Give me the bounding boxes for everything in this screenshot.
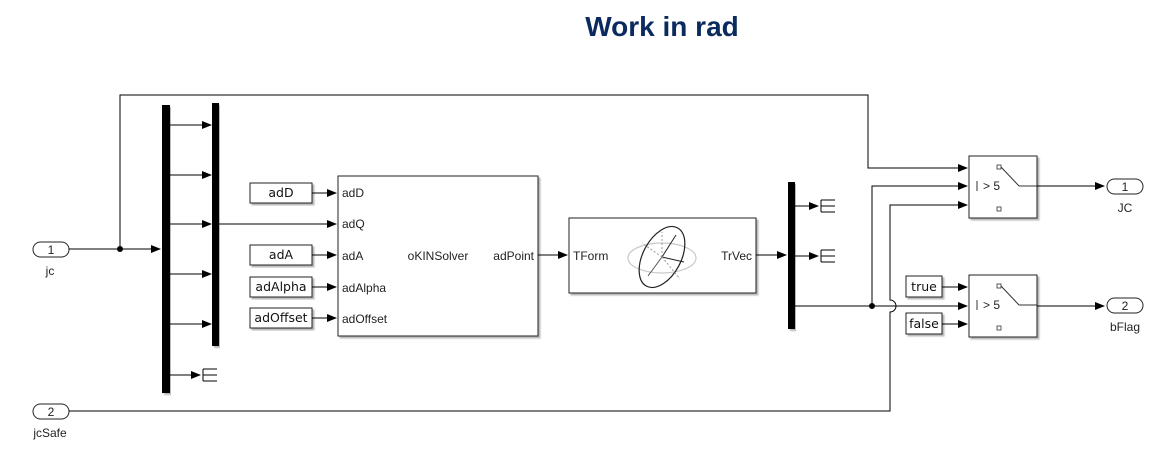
- wire-flag-to-switch1: [871, 182, 968, 306]
- tform-port-in: TForm: [573, 249, 608, 263]
- constant-adalpha[interactable]: adAlpha: [249, 276, 313, 298]
- tform-block[interactable]: TForm TrVec: [568, 217, 757, 295]
- constant-true-label: true: [911, 279, 937, 294]
- solver-port-adq: adQ: [342, 217, 365, 231]
- terminator-left[interactable]: [202, 368, 217, 382]
- inport-jcsafe-number: 2: [48, 405, 55, 419]
- switch-2[interactable]: > 5: [968, 274, 1038, 338]
- constant-adoffset-label: adOffset: [254, 310, 307, 325]
- outport-jc-number: 1: [1122, 180, 1129, 194]
- switch-1[interactable]: > 5: [968, 155, 1038, 219]
- rotation-frame-icon: [627, 225, 697, 289]
- constant-ada-label: adA: [269, 247, 294, 262]
- demux-left[interactable]: [162, 105, 170, 393]
- constant-adoffset[interactable]: adOffset: [249, 307, 313, 329]
- outport-bflag-number: 2: [1122, 299, 1129, 313]
- outport-bflag[interactable]: 2 bFlag: [1106, 297, 1144, 334]
- constant-false-label: false: [909, 316, 939, 331]
- okinsolver-block[interactable]: adD adQ adA adAlpha adOffset oKINSolver …: [337, 175, 539, 337]
- inport-jc[interactable]: 1 jc: [32, 241, 70, 278]
- inport-jc-name: jc: [45, 264, 55, 278]
- solver-port-adpoint: adPoint: [493, 249, 534, 263]
- tform-port-out: TrVec: [721, 249, 752, 263]
- wire-jcsafe-to-switch1: [69, 201, 968, 412]
- solver-port-adoffset: adOffset: [342, 312, 388, 326]
- constant-true[interactable]: true: [905, 275, 943, 298]
- constant-adalpha-label: adAlpha: [255, 279, 306, 294]
- constant-add-label: adD: [268, 185, 293, 200]
- wire-jc-to-switch1: [119, 94, 968, 249]
- constant-ada[interactable]: adA: [249, 244, 313, 266]
- demux-right[interactable]: [788, 182, 795, 329]
- solver-port-adalpha: adAlpha: [342, 281, 386, 295]
- mux[interactable]: [212, 103, 219, 346]
- inport-jcsafe[interactable]: 2 jcSafe: [32, 403, 70, 440]
- switch-2-threshold: > 5: [983, 298, 1000, 312]
- inport-jcsafe-name: jcSafe: [32, 426, 67, 440]
- terminator-right-2[interactable]: [820, 249, 835, 263]
- outport-bflag-name: bFlag: [1110, 320, 1140, 334]
- diagram-title: Work in rad: [585, 11, 739, 42]
- constant-false[interactable]: false: [905, 312, 943, 335]
- constant-add[interactable]: adD: [249, 182, 313, 204]
- terminator-right-1[interactable]: [820, 199, 835, 213]
- solver-name: oKINSolver: [408, 249, 469, 263]
- solver-port-ada: adA: [342, 249, 363, 263]
- inport-jc-number: 1: [48, 243, 55, 257]
- switch-1-threshold: > 5: [983, 179, 1000, 193]
- solver-port-add: adD: [342, 186, 364, 200]
- outport-jc[interactable]: 1 JC: [1106, 178, 1144, 215]
- outport-jc-name: JC: [1118, 201, 1133, 215]
